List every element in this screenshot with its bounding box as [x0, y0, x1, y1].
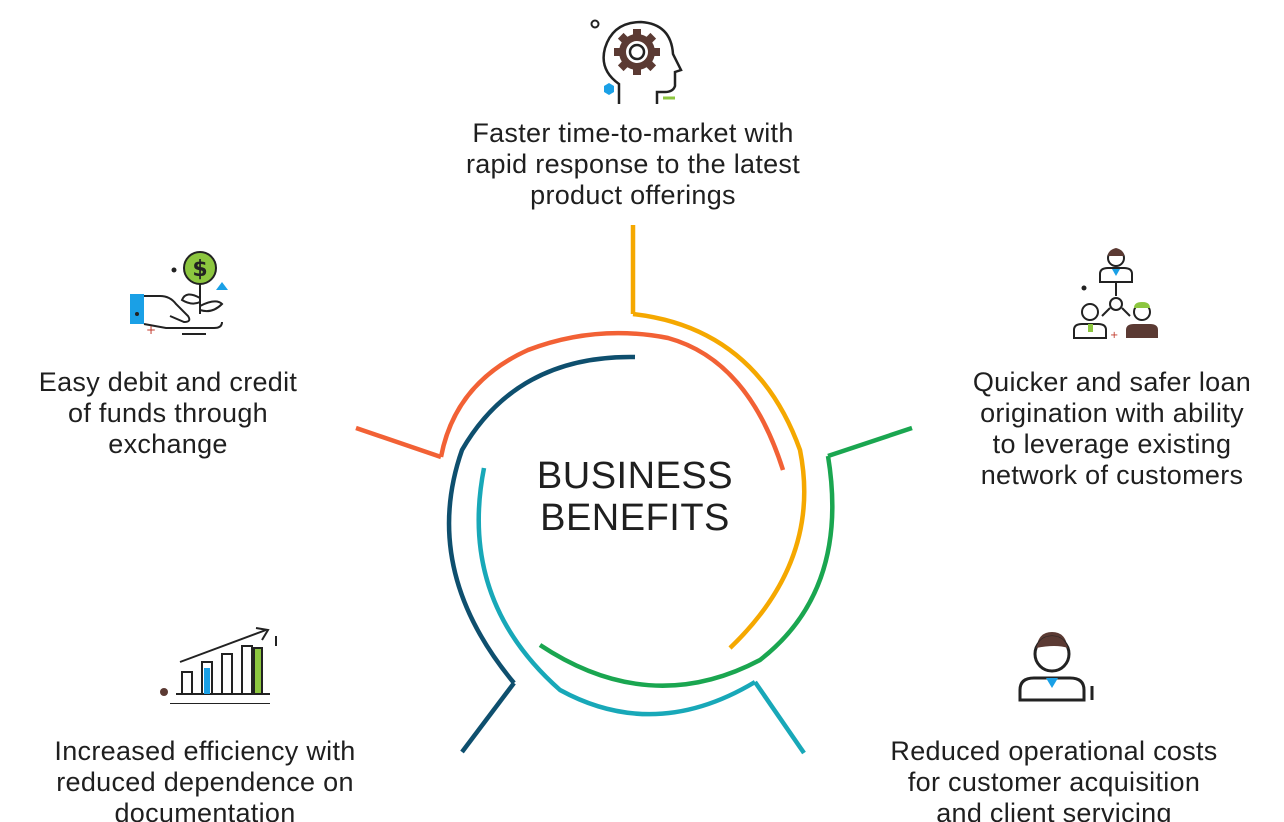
- teal-arc: [476, 467, 757, 717]
- center-title: BUSINESS BENEFITS: [536, 455, 734, 539]
- gear-head-icon: [590, 19, 683, 104]
- green-connector: [827, 425, 913, 459]
- benefit-label-loan-origination: Quicker and safer loan origination with …: [972, 367, 1252, 490]
- orange-arc: [438, 330, 786, 471]
- svg-text:$: $: [192, 257, 207, 282]
- growth-chart-icon: [160, 627, 277, 704]
- yellow-arc: [632, 311, 807, 650]
- teal-connector: [753, 680, 806, 755]
- orange-connector: [355, 425, 442, 460]
- benefit-label-efficiency: Increased efficiency with reduced depend…: [54, 736, 356, 822]
- money-plant-hand-icon: $ +: [130, 251, 228, 337]
- benefit-label-time-to-market: Faster time-to-market with rapid respons…: [465, 118, 801, 210]
- network-people-icon: +: [1073, 248, 1158, 341]
- navy-arc: [446, 354, 636, 685]
- svg-text:+: +: [146, 323, 156, 337]
- benefit-label-debit-credit: Easy debit and credit of funds through e…: [38, 367, 298, 459]
- navy-connector: [460, 681, 516, 754]
- green-arc: [538, 455, 835, 688]
- svg-text:+: +: [1110, 330, 1118, 341]
- user-icon: [1018, 632, 1094, 702]
- benefit-label-operational-costs: Reduced operational costs for customer a…: [890, 736, 1218, 822]
